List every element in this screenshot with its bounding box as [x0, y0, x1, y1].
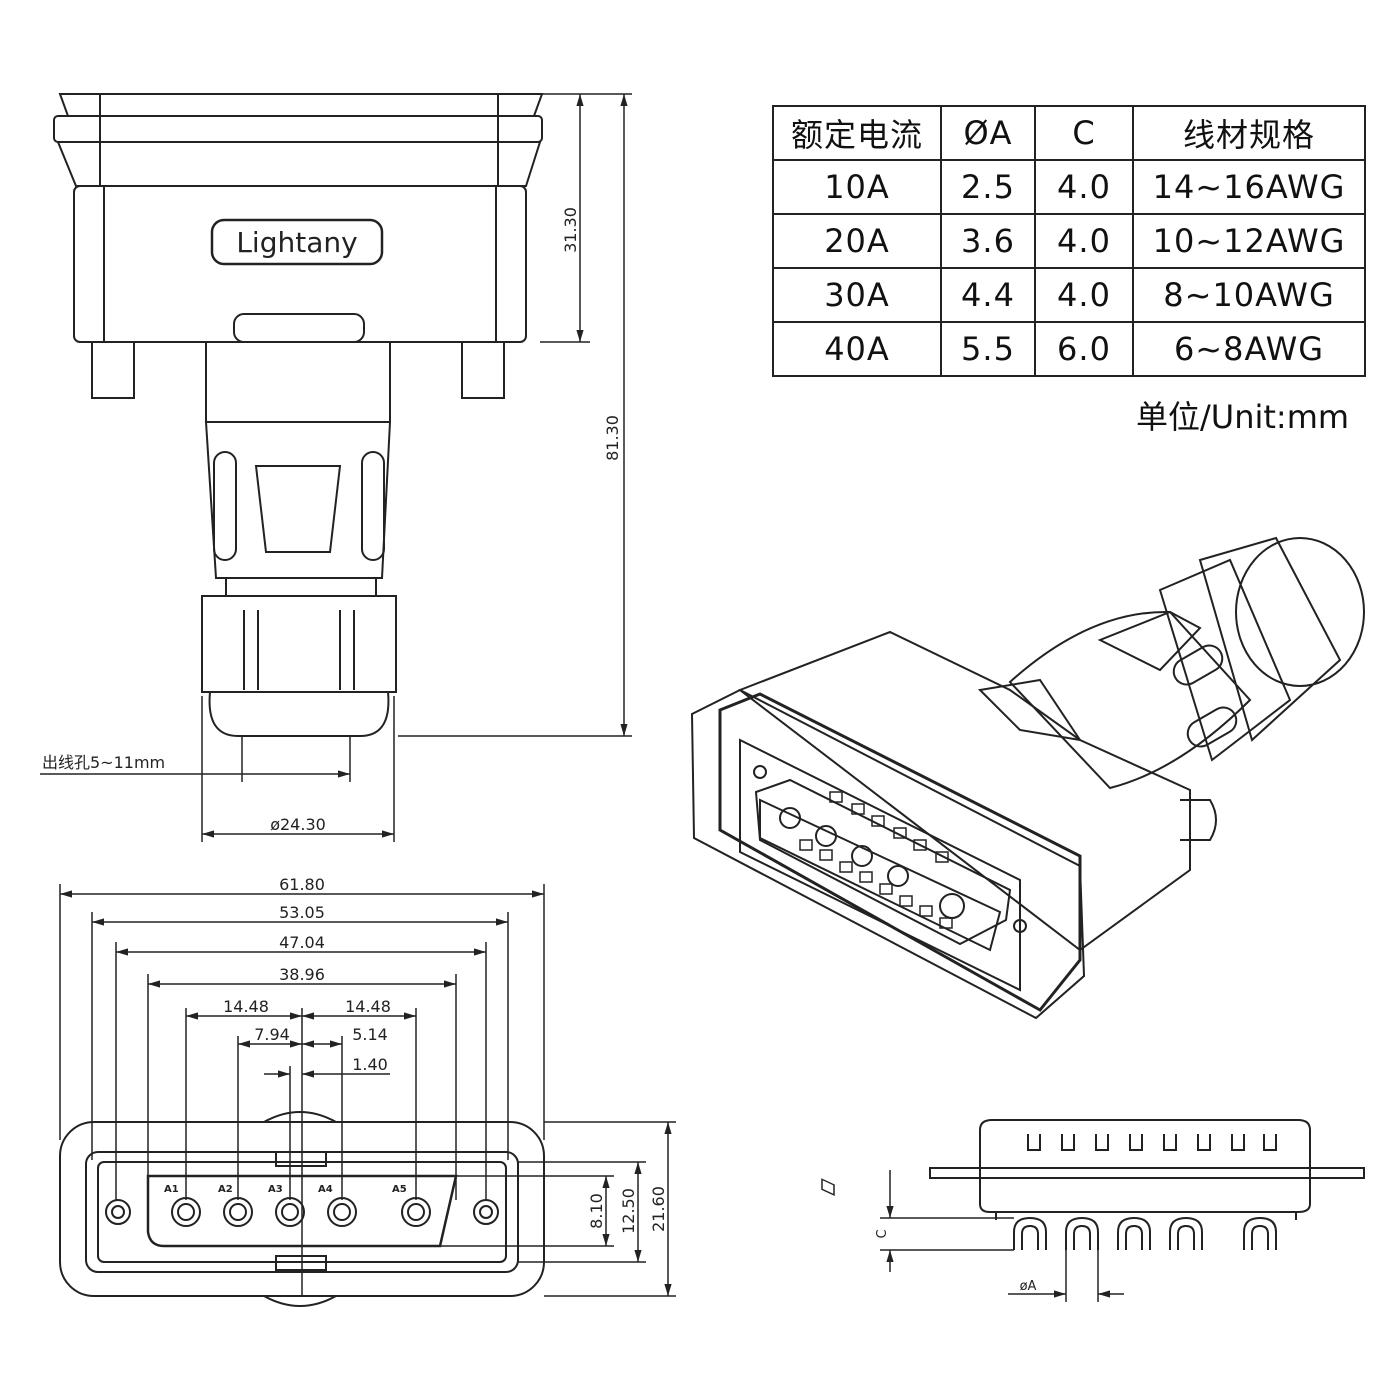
- table-cell: 30A: [772, 267, 942, 323]
- unit-note: 单位/Unit:mm: [1136, 398, 1350, 436]
- pin-label-a5: A5: [392, 1184, 407, 1195]
- top-view-dimensions: [40, 93, 632, 842]
- dim-offset-center: 1.40: [352, 1055, 388, 1074]
- table-cell: 40A: [772, 321, 942, 377]
- dim-height-short: 31.30: [561, 207, 580, 253]
- table-cell: 8~10AWG: [1132, 267, 1366, 323]
- front-pin-labels: A1 A2 A3 A4 A5: [164, 1184, 407, 1195]
- header-diameter: ØA: [940, 105, 1036, 161]
- top-view-connector: [53, 93, 544, 737]
- outlet-hole-label: 出线孔5~11mm: [42, 753, 165, 772]
- dim-diameter: ø24.30: [270, 815, 326, 834]
- side-c-label: C: [875, 1229, 890, 1238]
- dim-width-4: 38.96: [279, 965, 325, 984]
- table-cell: 10~12AWG: [1132, 213, 1366, 269]
- table-header-row: 额定电流 ØA C 线材规格: [772, 105, 1366, 161]
- dim-height-mid: 12.50: [619, 1188, 638, 1234]
- spec-table: 额定电流 ØA C 线材规格 10A 2.5 4.0 14~16AWG 20A …: [772, 105, 1366, 377]
- table-row: 20A 3.6 4.0 10~12AWG: [772, 213, 1366, 269]
- dim-height-total-front: 21.60: [649, 1186, 668, 1232]
- table-cell: 2.5: [940, 159, 1036, 215]
- table-cell: 6~8AWG: [1132, 321, 1366, 377]
- table-cell: 3.6: [940, 213, 1036, 269]
- table-cell: 14~16AWG: [1132, 159, 1366, 215]
- table-cell: 4.4: [940, 267, 1036, 323]
- header-wire: 线材规格: [1132, 105, 1366, 161]
- dim-height-inner: 8.10: [587, 1193, 606, 1229]
- table-cell: 6.0: [1034, 321, 1134, 377]
- side-a-label: øA: [1020, 1279, 1037, 1294]
- dim-pitch-left: 14.48: [223, 997, 269, 1016]
- table-cell: 4.0: [1034, 159, 1134, 215]
- iso-small-squares: [799, 791, 953, 1197]
- table-row: 40A 5.5 6.0 6~8AWG: [772, 321, 1366, 377]
- header-current: 额定电流: [772, 105, 942, 161]
- dim-offset-right: 5.14: [352, 1025, 388, 1044]
- dim-pitch-right: 14.48: [345, 997, 391, 1016]
- dim-width-total: 61.80: [279, 875, 325, 894]
- table-row: 30A 4.4 4.0 8~10AWG: [772, 267, 1366, 323]
- dim-offset-left: 7.94: [254, 1025, 290, 1044]
- side-view-connector: [929, 1119, 1365, 1250]
- table-cell: 20A: [772, 213, 942, 269]
- header-c: C: [1034, 105, 1134, 161]
- pin-label-a3: A3: [268, 1184, 283, 1195]
- dim-width-2: 53.05: [279, 903, 325, 922]
- table-cell: 5.5: [940, 321, 1036, 377]
- table-cell: 4.0: [1034, 267, 1134, 323]
- table-cell: 10A: [772, 159, 942, 215]
- side-view-dimensions: [880, 1170, 1124, 1302]
- pin-label-a2: A2: [218, 1184, 233, 1195]
- front-view-dimensions: [59, 884, 676, 1297]
- table-cell: 4.0: [1034, 213, 1134, 269]
- table-row: 10A 2.5 4.0 14~16AWG: [772, 159, 1366, 215]
- isometric-view: [690, 536, 1365, 1020]
- dim-width-3: 47.04: [279, 933, 325, 952]
- brand-logo: Lightany: [236, 226, 357, 259]
- dim-height-total: 81.30: [603, 415, 622, 461]
- pin-label-a4: A4: [318, 1184, 333, 1195]
- pin-label-a1: A1: [164, 1184, 179, 1195]
